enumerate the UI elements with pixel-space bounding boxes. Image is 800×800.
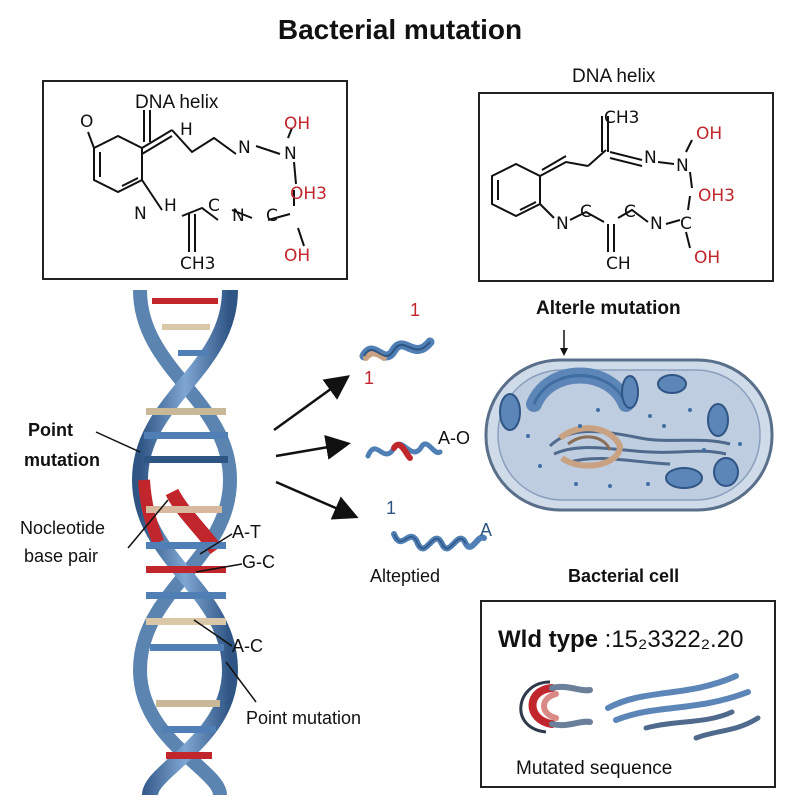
- wild-type-sequence: :15₂3322₂.20: [598, 626, 744, 653]
- atom-ch3: CH3: [180, 254, 216, 274]
- dna-base-pairs: [144, 298, 228, 759]
- label-nucleotide-line1: Nocleotide: [20, 518, 106, 538]
- atom-oh: OH: [694, 248, 721, 268]
- label-g-c: G-C: [242, 552, 275, 572]
- label-nucleotide-line2: base pair: [24, 546, 99, 566]
- fragment-bottom-label-right: A: [480, 520, 493, 540]
- atom-h: H: [164, 196, 177, 216]
- atom-c: C: [624, 202, 636, 222]
- dna-fragment-top: [359, 337, 435, 361]
- box-right-heading: DNA helix: [572, 66, 656, 87]
- atom-oh3: OH3: [290, 184, 327, 204]
- atom-ch: CH: [606, 254, 631, 274]
- bacterial-cell: [484, 330, 774, 512]
- atom-n: N: [232, 206, 245, 226]
- dna-strand-front: [131, 289, 239, 797]
- label-point-mutation-line2: mutation: [24, 450, 100, 470]
- wild-type-label: Wld type: [498, 626, 598, 653]
- box-left-heading: DNA helix: [135, 92, 219, 113]
- label-a-c: A-C: [232, 636, 263, 656]
- atom-n: N: [556, 214, 569, 234]
- atom-n: N: [134, 204, 147, 224]
- atom-c: C: [208, 196, 220, 216]
- atom-c: C: [580, 202, 592, 222]
- arrow-up: [273, 375, 351, 432]
- dna-fragment-middle: [365, 441, 443, 461]
- atom-n: N: [676, 156, 689, 176]
- atom-oh3: OH3: [698, 186, 735, 206]
- label-alteptied: Alteptied: [370, 566, 441, 586]
- atom-c: C: [266, 206, 278, 226]
- atom-oh: OH: [284, 114, 311, 134]
- label-alterle-mutation: Alterle mutation: [536, 298, 681, 319]
- atom-ch3: CH3: [604, 108, 640, 128]
- atom-n: N: [284, 144, 297, 164]
- arrow-down: [275, 480, 359, 520]
- wild-type-line: Wld type :15₂3322₂.20: [498, 626, 743, 654]
- fragment-top-label-1: 1: [410, 300, 421, 320]
- sequence-box: [480, 600, 776, 788]
- atom-oh: OH: [284, 246, 311, 266]
- fragment-bottom-label-left: 1: [386, 498, 397, 518]
- dna-double-helix: [131, 289, 239, 797]
- atom-o: O: [80, 112, 94, 132]
- label-a-t: A-T: [232, 522, 261, 542]
- arrow-middle: [275, 435, 351, 460]
- atom-n: N: [644, 148, 657, 168]
- atom-n: N: [650, 214, 663, 234]
- chem-structure-box-right: [478, 92, 774, 282]
- atom-c: C: [680, 214, 692, 234]
- fragment-top-label-2: 1: [364, 368, 375, 388]
- page-title: Bacterial mutation: [277, 14, 523, 45]
- sequence-illustration: [519, 673, 761, 741]
- label-a-o: A-O: [438, 428, 471, 448]
- chem-structure-right-bonds: [491, 116, 693, 252]
- label-point-mutation-bottom: Point mutation: [246, 708, 362, 728]
- label-point-mutation-line1: Point: [28, 420, 73, 440]
- atom-h: H: [180, 120, 193, 140]
- label-bacterial-cell: Bacterial cell: [568, 566, 680, 586]
- atom-oh: OH: [696, 124, 723, 144]
- mutated-sequence-label: Mutated sequence: [516, 758, 673, 779]
- atom-n: N: [238, 138, 251, 158]
- chem-structure-left-bonds: [87, 110, 305, 252]
- dna-fragment-bottom: [391, 531, 487, 552]
